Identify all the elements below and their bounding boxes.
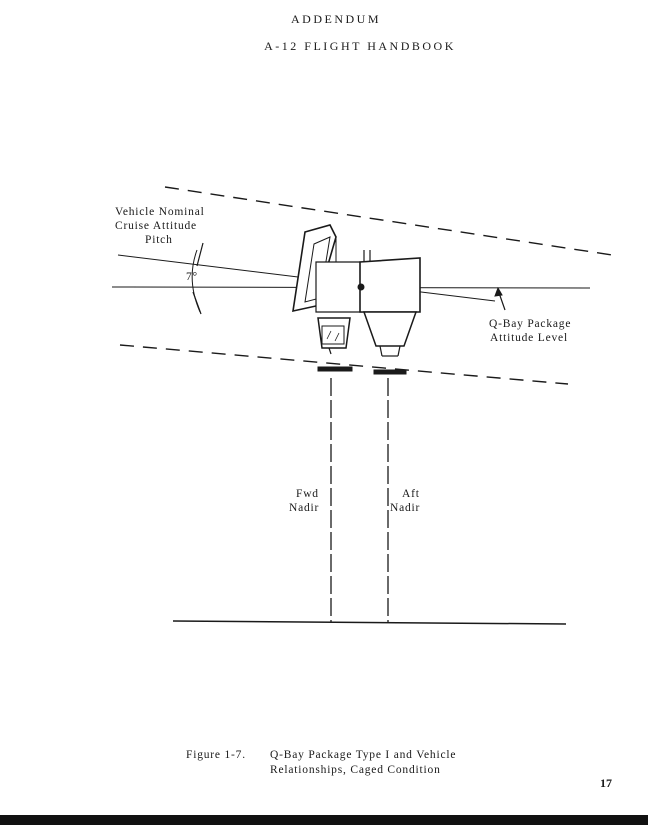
angle-arrow-up xyxy=(196,242,204,267)
fwd-nadir-label-line2: Nadir xyxy=(289,502,320,514)
aft-window xyxy=(373,369,407,375)
aft-nadir-label-line1: Aft xyxy=(402,488,420,500)
figure-number: Figure 1-7. xyxy=(186,749,246,761)
document-header-title: ADDENDUM xyxy=(291,12,381,26)
qbay-pointer-head xyxy=(494,286,503,297)
document-header-subtitle: A-12 FLIGHT HANDBOOK xyxy=(264,39,456,53)
caption-line1: Q-Bay Package Type I and Vehicle xyxy=(270,749,457,761)
vehicle-label-line3: Pitch xyxy=(145,234,173,246)
fwd-nadir-label-line1: Fwd xyxy=(296,488,319,500)
angle-arrow-down xyxy=(192,291,202,315)
figure-caption: Figure 1-7. Q-Bay Package Type I and Vehi… xyxy=(186,748,456,778)
package-rear-block xyxy=(359,257,421,313)
aft-camera xyxy=(362,311,418,347)
forward-window xyxy=(317,366,353,372)
qbay-label-line1: Q-Bay Package xyxy=(489,318,572,330)
ground-line xyxy=(172,620,567,625)
package-mid-section xyxy=(315,261,363,313)
angle-label: 7° xyxy=(186,271,198,283)
lower-dashed-line xyxy=(119,344,569,385)
vehicle-label-line1: Vehicle Nominal xyxy=(115,206,205,218)
vehicle-label-line2: Cruise Attitude xyxy=(115,220,197,232)
qbay-label-line2: Attitude Level xyxy=(490,332,568,344)
pivot-point xyxy=(357,283,365,291)
bottom-border-bar xyxy=(0,815,648,825)
upper-dashed-line xyxy=(164,186,613,256)
aft-nadir-label-line2: Nadir xyxy=(390,502,421,514)
page-number: 17 xyxy=(600,776,612,790)
caption-line2: Relationships, Caged Condition xyxy=(270,764,441,776)
